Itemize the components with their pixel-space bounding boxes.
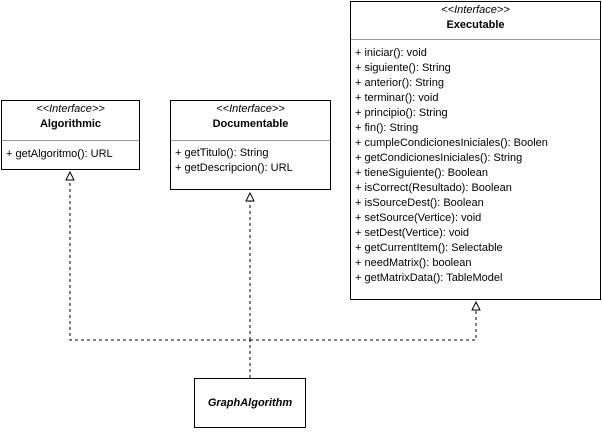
stereotype-label: <<Interface>> xyxy=(441,4,510,16)
operation: + getCurrentItem(): Selectable xyxy=(355,242,503,254)
operation: + isCorrect(Resultado): Boolean xyxy=(355,182,512,194)
operation: + fin(): String xyxy=(355,122,419,134)
divider xyxy=(2,140,139,141)
class-name: Algorithmic xyxy=(39,118,102,130)
stereotype-label: <<Interface>> xyxy=(36,103,105,115)
realization-line-algorithmic xyxy=(69,180,251,378)
stereotype-label: <<Interface>> xyxy=(216,103,285,115)
operation: + getCondicionesIniciales(): String xyxy=(355,152,523,164)
divider xyxy=(351,39,600,40)
class-name: Executable xyxy=(446,19,505,31)
operation: + cumpleCondicionesIniciales(): Boolen xyxy=(355,137,548,149)
realization-line-executable xyxy=(250,310,477,341)
arrowhead-algorithmic xyxy=(65,170,75,181)
arrowhead-documentable xyxy=(245,191,255,202)
operation: + setSource(Vertice): void xyxy=(355,212,482,224)
class-name: GraphAlgorithm xyxy=(207,397,293,409)
operation: + needMatrix(): boolean xyxy=(355,257,472,269)
operation: + iniciar(): void xyxy=(355,47,427,59)
operation: + getDescripcion(): URL xyxy=(175,162,293,174)
class-name: Documentable xyxy=(212,118,289,130)
class-box-algorithmic[interactable]: <<Interface>> Algorithmic + getAlgoritmo… xyxy=(1,100,140,170)
class-box-documentable[interactable]: <<Interface>> Documentable + getTitulo()… xyxy=(170,100,331,190)
divider xyxy=(171,140,330,141)
operation: + anterior(): String xyxy=(355,77,444,89)
operation: + getTitulo(): String xyxy=(175,147,269,159)
arrowhead-executable xyxy=(471,300,481,311)
operation: + principio(): String xyxy=(355,107,448,119)
operation: + setDest(Vertice): void xyxy=(355,227,470,239)
operation: + siguiente(): String xyxy=(355,62,451,74)
operation: + tieneSiguiente(): Boolean xyxy=(355,167,489,179)
operation: + terminar(): void xyxy=(355,92,439,104)
operation: + isSourceDest(): Boolean xyxy=(355,197,484,209)
operation: + getAlgoritmo(): URL xyxy=(6,148,113,160)
class-box-executable[interactable]: <<Interface>> Executable + iniciar(): vo… xyxy=(350,1,601,300)
operation: + getMatrixData(): TableModel xyxy=(355,272,503,284)
class-box-graphalgorithm[interactable]: GraphAlgorithm xyxy=(194,378,306,428)
